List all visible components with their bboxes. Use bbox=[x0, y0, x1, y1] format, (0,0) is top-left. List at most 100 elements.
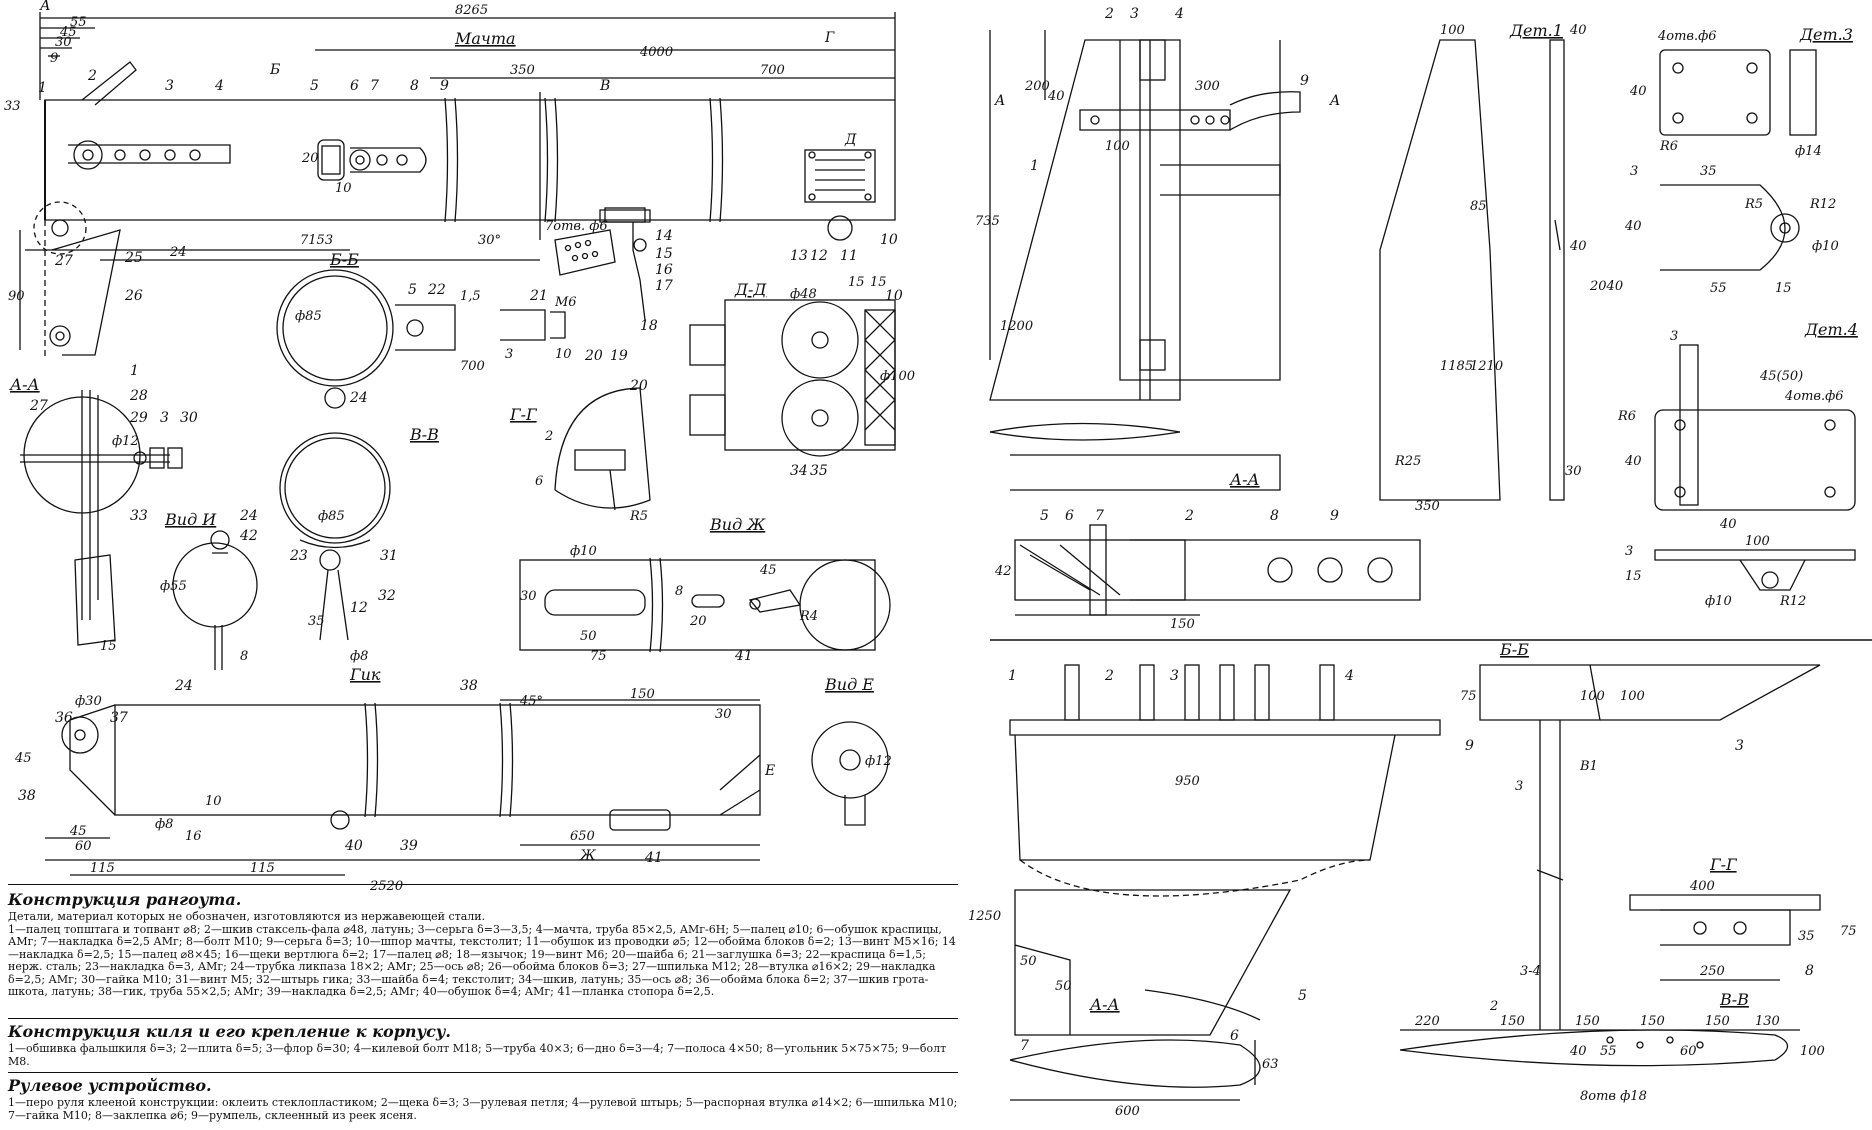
vid-zh-dim-45: 45 bbox=[759, 563, 777, 578]
rudder-caption-text: 1—перо руля клееной конструкции: оклеить… bbox=[8, 1096, 958, 1122]
vid-zh-dim-20: 20 bbox=[689, 614, 707, 629]
mast-part-5: 5 bbox=[310, 78, 319, 94]
right-top-labels: 200 735 40 100 300 1200 A A 2 3 4 1 9 А-… bbox=[975, 6, 1858, 632]
boom-dim-10: 10 bbox=[205, 794, 222, 809]
section-labels-left: Б-Б ф85 1,5 700 3 10 M6 5 22 21 20 19 24… bbox=[9, 250, 915, 664]
rt-section-aa-dim-150: 150 bbox=[1170, 617, 1195, 632]
rudder-dim-130: 130 bbox=[1755, 1014, 1780, 1029]
boom-labels: Гик ф30 45 45 60 115 115 2520 150 30 45°… bbox=[14, 665, 892, 894]
rb-bb-dim-b1: В1 bbox=[1579, 759, 1598, 774]
section-vv-part-32: 32 bbox=[378, 588, 396, 604]
det4-dim-45-50: 45(50) bbox=[1759, 369, 1803, 384]
mast-part-14: 14 bbox=[655, 228, 673, 244]
section-aa-part-33: 33 bbox=[130, 508, 148, 524]
boom-drawing bbox=[45, 699, 889, 876]
keel-dim-1250: 1250 bbox=[968, 909, 1001, 924]
spars-caption-title: Конструкция рангоута. bbox=[8, 890, 242, 909]
rt-mark-a2: A bbox=[1328, 93, 1340, 109]
section-dd-title: Д-Д bbox=[734, 280, 767, 299]
rt-dim-1200: 1200 bbox=[1000, 319, 1033, 334]
mast-part-13: 13 bbox=[790, 248, 808, 264]
rt-dim-40: 40 bbox=[1047, 89, 1065, 104]
mast-part-15: 15 bbox=[655, 246, 673, 262]
rudder-dim-150c: 150 bbox=[1640, 1014, 1665, 1029]
det3-dim-3: 3 bbox=[1630, 164, 1638, 179]
rt-part-1: 1 bbox=[1030, 158, 1039, 174]
vid-zh-dim-30: 30 bbox=[520, 589, 537, 604]
det1-dim-40: 40 bbox=[1569, 239, 1587, 254]
mast-part-17: 17 bbox=[655, 278, 673, 294]
keel-part-2: 2 bbox=[1104, 668, 1114, 684]
keel-caption: Конструкция киля и его крепление к корпу… bbox=[8, 1022, 958, 1068]
rt-part-2: 2 bbox=[1104, 6, 1114, 22]
spars-caption: Конструкция рангоута. Детали, материал к… bbox=[8, 890, 958, 999]
rudder-dim-2: 2 bbox=[1489, 999, 1498, 1014]
det4-dim-d10: ф10 bbox=[1705, 594, 1732, 609]
vid-zh-dim-r4: R4 bbox=[799, 609, 818, 624]
boom-dim-30: 30 bbox=[715, 707, 732, 722]
det3-dim-15: 15 bbox=[1775, 281, 1792, 296]
det1-dim-85: 85 bbox=[1470, 199, 1487, 214]
vid-zh-dim-50: 50 bbox=[580, 629, 597, 644]
det4-dim-15: 15 bbox=[1625, 569, 1642, 584]
keel-part-4: 4 bbox=[1344, 668, 1354, 684]
section-gg-title: Г-Г bbox=[509, 405, 538, 424]
boom-mark-e: E bbox=[764, 763, 775, 779]
section-aa-part-3: 3 bbox=[160, 410, 169, 426]
rb-bb-dim-3: 3 bbox=[1515, 779, 1523, 794]
det1-dim-30: 30 bbox=[1565, 464, 1582, 479]
boom-dim-115a: 115 bbox=[90, 861, 115, 876]
spars-caption-text: Детали, материал которых не обозначен, и… bbox=[8, 910, 956, 998]
vid-i-dim-8: 8 bbox=[240, 649, 248, 664]
rt-dim-200: 200 bbox=[1024, 79, 1050, 94]
caption-divider-top bbox=[8, 884, 958, 885]
rt-part-3: 3 bbox=[1130, 6, 1139, 22]
det3-dim-35: 35 bbox=[1700, 164, 1717, 179]
rb-vv-title: В-В bbox=[1719, 990, 1749, 1009]
det3-dim-d10: ф10 bbox=[1812, 239, 1839, 254]
section-gg-dim-2: 2 bbox=[544, 429, 553, 444]
mast-part-27: 27 bbox=[54, 253, 73, 269]
det3-dim-55: 55 bbox=[1710, 281, 1727, 296]
det1-dim-2040: 2040 bbox=[1589, 279, 1623, 294]
det4-dim-r12: R12 bbox=[1779, 594, 1806, 609]
rt-dim-300: 300 bbox=[1195, 79, 1220, 94]
section-dd-dim-d48: ф48 bbox=[790, 287, 817, 302]
rb-bb-title: Б-Б bbox=[1499, 640, 1529, 659]
mast-part-9: 9 bbox=[440, 78, 449, 94]
rt-dim-100: 100 bbox=[1105, 139, 1130, 154]
keel-caption-text: 1—обшивка фальшкиля δ=3; 2—плита δ=5; 3—… bbox=[8, 1042, 947, 1068]
mast-holes-note: 7отв. ф6 bbox=[545, 219, 608, 234]
mast-mark-g: Г bbox=[824, 30, 835, 46]
section-vv-dim-d8: ф8 bbox=[350, 649, 368, 664]
rudder-dim-220: 220 bbox=[1414, 1014, 1440, 1029]
mast-dim-55: 55 bbox=[70, 15, 87, 30]
section-bb-dim-m6: M6 bbox=[554, 295, 577, 310]
det3-dim-40b: 40 bbox=[1624, 219, 1642, 234]
boom-part-39: 39 bbox=[400, 838, 418, 854]
det4-dim-40b: 40 bbox=[1719, 517, 1737, 532]
boom-dim-16: 16 bbox=[185, 829, 202, 844]
keel-drawing bbox=[1009, 664, 1821, 1101]
mast-part-7: 7 bbox=[370, 78, 379, 94]
section-aa-title: А-А bbox=[9, 375, 40, 394]
rudder-dim-holes: 8отв ф18 bbox=[1580, 1089, 1647, 1104]
det4-dim-100: 100 bbox=[1745, 534, 1770, 549]
rb-gg-dim-35: 35 bbox=[1798, 929, 1815, 944]
boom-part-38a: 38 bbox=[460, 678, 478, 694]
caption-divider-mid bbox=[8, 1018, 958, 1019]
rt-section-aa-part-8: 8 bbox=[1270, 508, 1279, 524]
mast-dim-350: 350 bbox=[510, 63, 535, 78]
boom-part-37: 37 bbox=[110, 710, 128, 726]
vid-zh-part-41: 41 bbox=[734, 648, 753, 664]
rb-gg-dim-75: 75 bbox=[1840, 924, 1857, 939]
mast-part-26: 26 bbox=[124, 288, 143, 304]
det1-dim-r25: R25 bbox=[1394, 454, 1421, 469]
section-aa-part-1: 1 bbox=[130, 363, 139, 379]
det4-dim-3b: 3 bbox=[1625, 544, 1633, 559]
section-aa-part-29: 29 bbox=[129, 410, 148, 426]
mast-part-2: 2 bbox=[87, 68, 97, 84]
rb-bb-dim-100a: 100 bbox=[1580, 689, 1605, 704]
boom-part-24: 24 bbox=[174, 678, 193, 694]
section-bb-dim-700: 700 bbox=[460, 359, 485, 374]
